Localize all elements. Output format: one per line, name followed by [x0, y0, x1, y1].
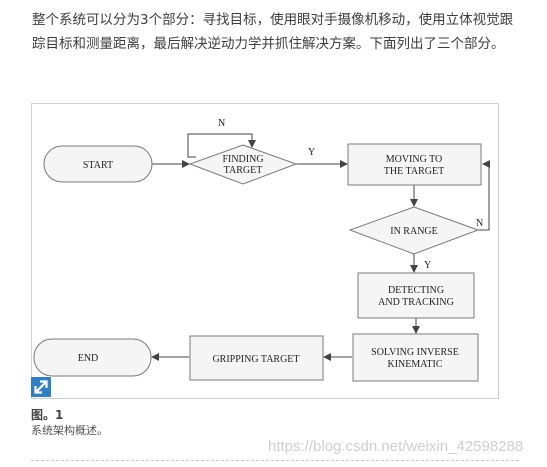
gripping-target-node [189, 335, 324, 381]
gripping-label: GRIPPING TARGET [212, 354, 299, 365]
label-n-top: N [218, 118, 225, 129]
start-label: START [83, 160, 113, 171]
edge-finding-loop [187, 133, 256, 158]
solving-label-2: KINEMATIC [388, 359, 443, 370]
end-node [33, 338, 152, 377]
end-label: END [78, 353, 99, 364]
label-n-right: N [476, 218, 483, 229]
in-range-label: IN RANGE [390, 226, 438, 237]
start-node [43, 145, 153, 183]
label-y-down: Y [424, 260, 431, 271]
in-range-decision [348, 206, 480, 255]
moving-to-target-node [347, 143, 482, 186]
flowchart-svg: START FINDING TARGET MOVING TO THE TARGE… [33, 118, 490, 382]
expand-arrow-icon [34, 380, 48, 394]
finding-label-1: FINDING [222, 154, 263, 165]
intro-paragraph: 整个系统可以分为3个部分：寻找目标，使用眼对手摄像机移动，使用立体视觉跟踪目标和… [32, 12, 514, 52]
detecting-label-1: DETECTING [388, 285, 444, 296]
moving-label-2: THE TARGET [384, 166, 444, 177]
detecting-tracking-node [357, 272, 475, 319]
solving-kinematic-node [352, 333, 479, 382]
expand-figure-button[interactable] [31, 377, 51, 397]
finding-target-decision [188, 144, 298, 185]
section-divider [31, 460, 519, 461]
watermark-text: https://blog.csdn.net/weixin_42598288 [268, 438, 524, 455]
edge-inrange-moving [478, 160, 490, 231]
finding-label-2: TARGET [224, 165, 263, 176]
figure-caption: 系统架构概述。 [31, 424, 108, 437]
solving-label-1: SOLVING INVERSE [371, 347, 459, 358]
moving-label-1: MOVING TO [386, 154, 443, 165]
flowchart-figure: START FINDING TARGET MOVING TO THE TARGE… [31, 103, 499, 399]
label-y-right: Y [308, 147, 315, 158]
figure-label: 图。1 [31, 408, 64, 422]
detecting-label-2: AND TRACKING [378, 297, 454, 308]
